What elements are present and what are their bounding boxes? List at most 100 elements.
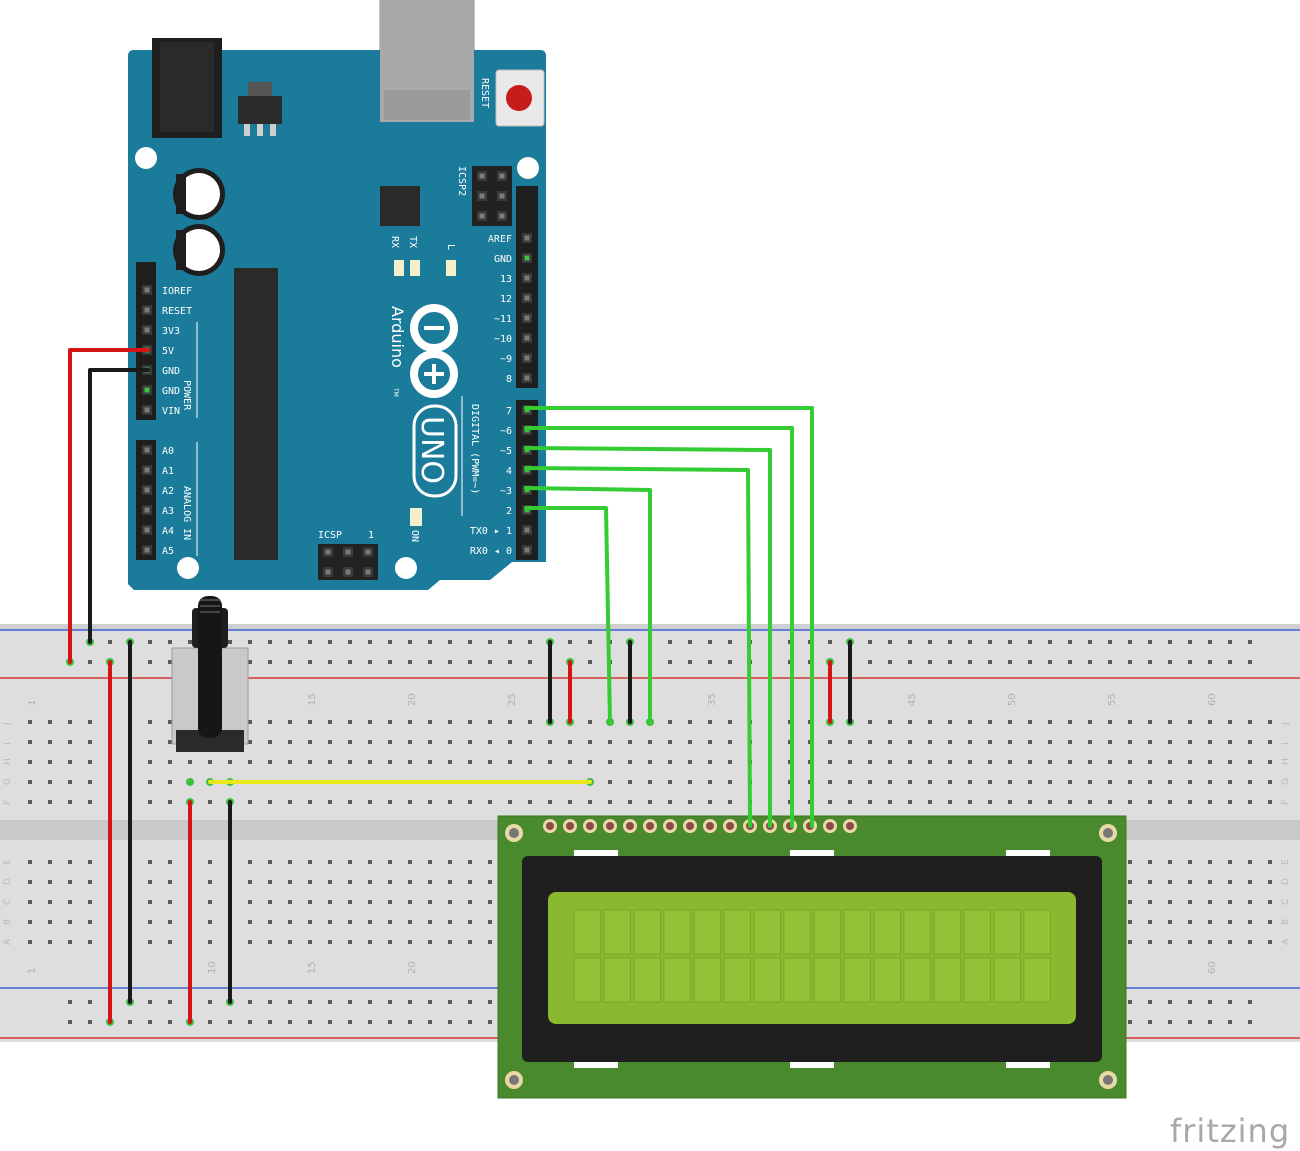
breadboard-hole [168, 880, 172, 884]
breadboard-hole [888, 800, 892, 804]
breadboard-hole [248, 1020, 252, 1024]
breadboard-hole [208, 1000, 212, 1004]
breadboard-hole [148, 760, 152, 764]
digital-pin-label: 7 [506, 406, 512, 417]
breadboard-hole [308, 1020, 312, 1024]
header-pin [522, 253, 532, 263]
breadboard-hole [1168, 880, 1172, 884]
breadboard-hole [148, 900, 152, 904]
breadboard-hole [308, 740, 312, 744]
breadboard-hole [88, 1020, 92, 1024]
breadboard-hole [468, 640, 472, 644]
breadboard-hole [568, 740, 572, 744]
breadboard-hole [68, 800, 72, 804]
breadboard-hole [1208, 780, 1212, 784]
breadboard-hole [408, 920, 412, 924]
breadboard-hole [148, 1000, 152, 1004]
reset-button[interactable] [495, 69, 545, 127]
breadboard-hole [528, 800, 532, 804]
breadboard-hole [288, 860, 292, 864]
breadboard-hole [1148, 1000, 1152, 1004]
breadboard-hole [528, 760, 532, 764]
power-header [136, 262, 156, 420]
breadboard-hole [248, 860, 252, 864]
breadboard-hole [1128, 780, 1132, 784]
breadboard-hole [148, 720, 152, 724]
breadboard-hole [668, 660, 672, 664]
capacitor [173, 224, 225, 276]
analog-group-label: ANALOG IN [181, 486, 192, 540]
breadboard-hole [148, 860, 152, 864]
breadboard-hole [288, 900, 292, 904]
breadboard-row-label: A [3, 938, 13, 945]
voltage-regulator [238, 96, 282, 124]
breadboard-hole [728, 800, 732, 804]
breadboard-hole [1208, 660, 1212, 664]
wire-5v [68, 348, 150, 664]
breadboard-hole [408, 740, 412, 744]
digital-pin-label: ~5 [500, 446, 512, 457]
breadboard-hole [488, 940, 492, 944]
lcd-pin [823, 819, 837, 833]
breadboard-hole [308, 860, 312, 864]
power-pin-label: IOREF [162, 286, 192, 297]
breadboard-hole [1068, 720, 1072, 724]
breadboard-hole [208, 940, 212, 944]
lcd-cell [783, 909, 811, 955]
col-number: 50 [1007, 693, 1018, 706]
breadboard-hole [248, 720, 252, 724]
breadboard-hole [468, 900, 472, 904]
breadboard-hole [268, 1020, 272, 1024]
breadboard-hole [848, 780, 852, 784]
breadboard-hole [1248, 740, 1252, 744]
arduino-uno-board: RESET ICSP2 TX RX L [128, 0, 546, 590]
breadboard-hole [908, 740, 912, 744]
digital-pin-label: ~9 [500, 354, 512, 365]
breadboard-hole [148, 800, 152, 804]
header-pin [142, 305, 152, 315]
header-pin [142, 405, 152, 415]
breadboard-hole [288, 740, 292, 744]
digital-header-lower [516, 400, 538, 560]
potentiometer[interactable] [171, 596, 249, 752]
breadboard-hole [1068, 760, 1072, 764]
breadboard-hole [408, 880, 412, 884]
analog-pin-label: A0 [162, 446, 174, 457]
breadboard-hole [288, 800, 292, 804]
breadboard-hole [28, 940, 32, 944]
breadboard-hole [988, 720, 992, 724]
breadboard-hole [368, 660, 372, 664]
breadboard-hole [448, 640, 452, 644]
breadboard-hole [168, 640, 172, 644]
breadboard-hole [668, 640, 672, 644]
breadboard-row-label: E [1281, 859, 1291, 865]
breadboard-hole [1128, 940, 1132, 944]
breadboard-hole [1068, 800, 1072, 804]
col-number: 1 [27, 968, 38, 974]
breadboard-hole [148, 740, 152, 744]
breadboard-hole [68, 860, 72, 864]
lcd-cell [1023, 909, 1051, 955]
lcd-cell [573, 909, 601, 955]
breadboard-hole [328, 720, 332, 724]
breadboard-hole [1028, 640, 1032, 644]
breadboard-hole [1268, 860, 1272, 864]
breadboard-hole [348, 920, 352, 924]
breadboard-hole [1168, 920, 1172, 924]
analog-pin-label: A2 [162, 486, 174, 497]
breadboard-hole [268, 760, 272, 764]
digital-pin-label: AREF [488, 234, 512, 245]
breadboard-hole [1028, 760, 1032, 764]
tx-label: TX [407, 236, 418, 248]
breadboard-hole [508, 640, 512, 644]
breadboard-row-label: B [1281, 919, 1291, 925]
breadboard-hole [1088, 660, 1092, 664]
breadboard-hole [248, 1000, 252, 1004]
breadboard-hole [348, 660, 352, 664]
col-number: 1 [27, 700, 38, 706]
icsp2-label: ICSP2 [456, 166, 467, 196]
breadboard-hole [428, 660, 432, 664]
breadboard-hole [1108, 760, 1112, 764]
breadboard-hole [68, 940, 72, 944]
breadboard-hole [88, 920, 92, 924]
